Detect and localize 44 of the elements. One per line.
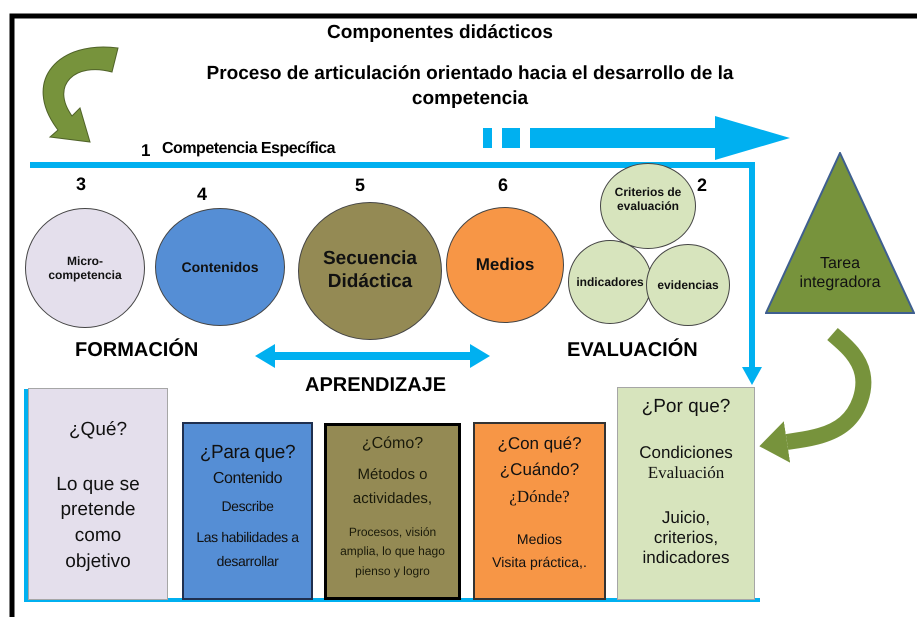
- node-text: Tarea integradora: [798, 254, 882, 292]
- node-text: ¿Dónde?: [509, 486, 570, 508]
- node-text: Medios: [476, 254, 534, 276]
- node-text: Visita práctica,.: [492, 554, 587, 571]
- process-box: [28, 388, 168, 600]
- box-heading: ¿Para que?: [200, 442, 296, 465]
- node-text: Métodos o actividades,: [352, 465, 434, 510]
- node-text: Juicio, criterios, indicadores: [642, 508, 730, 569]
- step-number: 5: [355, 175, 366, 196]
- node-text: Criterios de evaluación: [614, 184, 682, 214]
- node-text: Describe: [221, 498, 274, 515]
- node-text: Contenidos: [182, 258, 258, 276]
- node-text: Condiciones: [639, 442, 733, 464]
- diagram-title: Componentes didácticos: [326, 22, 554, 44]
- diagram-label: Competencia Específica: [162, 140, 336, 158]
- arrow: [30, 162, 762, 385]
- step-number: 6: [498, 175, 508, 196]
- step-number: 4: [197, 184, 208, 205]
- diagram-label: EVALUACIÓN: [567, 339, 698, 362]
- diagram-label: 1: [141, 141, 150, 161]
- node-text: Contenido: [212, 468, 282, 488]
- diagram-label: APRENDIZAJE: [305, 374, 446, 397]
- process-box: [617, 387, 755, 600]
- node-text: Secuencia Didáctica: [322, 248, 418, 294]
- diagram-label: FORMACIÓN: [75, 339, 198, 362]
- node-text: indicadores: [576, 274, 644, 290]
- node-text: ¿Cuándo?: [500, 460, 580, 481]
- diagram-label: Proceso de articulación orientado hacia el desarrollo de la competencia: [206, 62, 734, 111]
- node-text: evidencias: [657, 278, 719, 292]
- box-heading: ¿Qué?: [68, 419, 128, 442]
- process-box: [182, 422, 313, 600]
- process-box: [473, 422, 606, 600]
- node-text: Procesos, visión amplia, lo que hago pienso y logro: [339, 524, 446, 580]
- box-heading: ¿Cómo?: [362, 434, 424, 454]
- process-box: [324, 423, 461, 600]
- node-text: Micro-competencia: [48, 254, 122, 282]
- box-heading: ¿Con qué?: [497, 434, 582, 454]
- node-text: Lo que se pretende como objetivo: [55, 472, 141, 574]
- node-text: Evaluación: [648, 463, 724, 484]
- step-number: 2: [697, 175, 708, 196]
- step-number: 3: [76, 174, 86, 195]
- node-text: Medios: [516, 531, 562, 548]
- box-heading: ¿Por que?: [642, 396, 730, 419]
- node-text: Las habilidades a desarrollar: [195, 528, 300, 572]
